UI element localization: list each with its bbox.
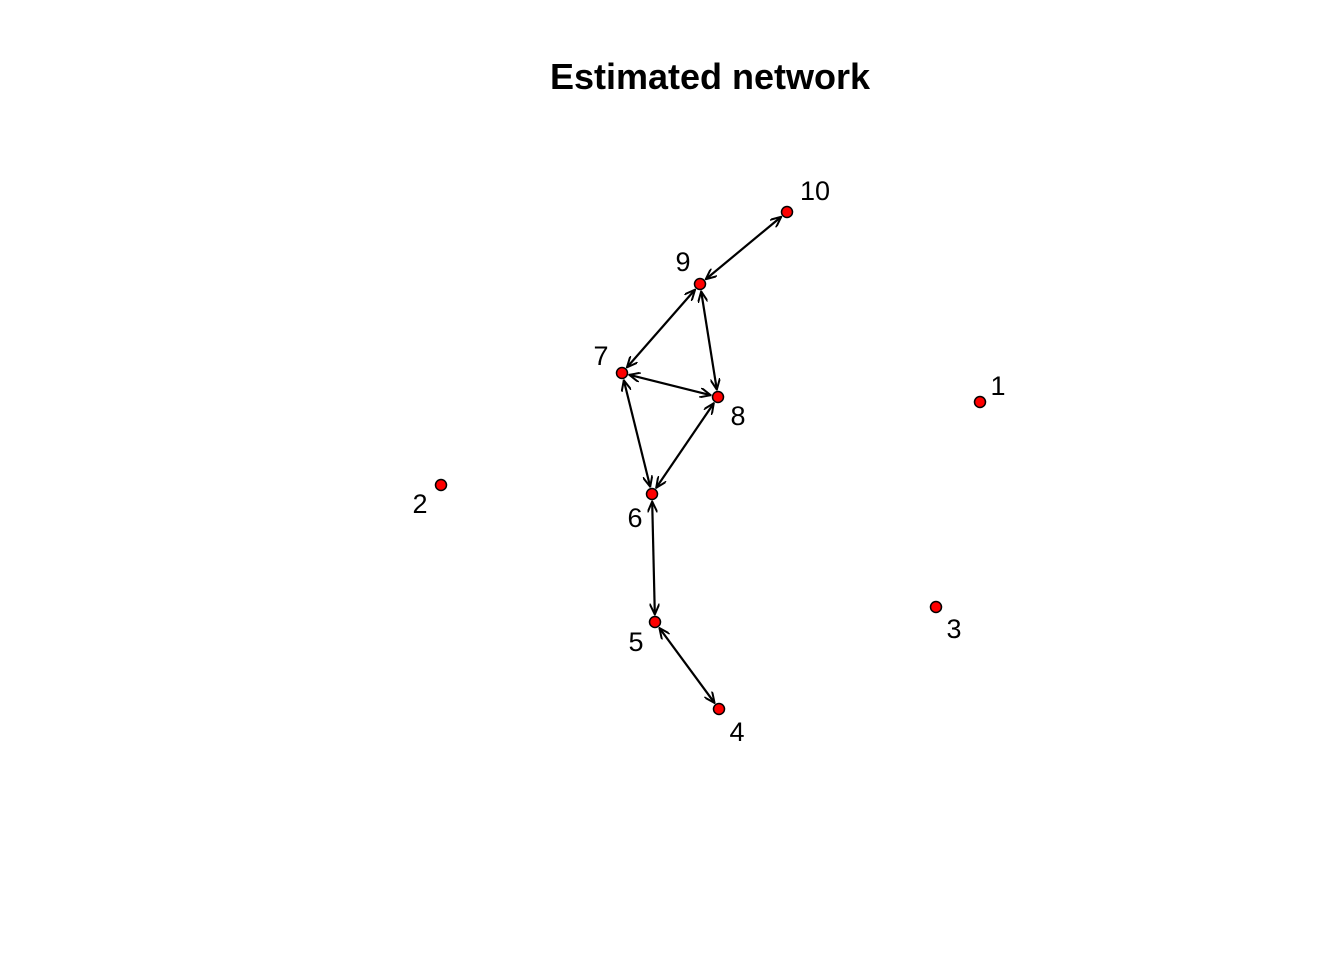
node-label-9: 9 bbox=[675, 247, 690, 277]
edge-6-5 bbox=[652, 501, 655, 614]
edge-9-7 bbox=[627, 290, 695, 368]
node-7 bbox=[615, 366, 629, 380]
node-label-2: 2 bbox=[412, 489, 427, 519]
node-10 bbox=[780, 205, 794, 219]
edge-10-9 bbox=[706, 217, 781, 279]
node-label-1: 1 bbox=[990, 371, 1005, 401]
node-8 bbox=[711, 390, 725, 404]
node-label-4: 4 bbox=[729, 717, 744, 747]
edge-5-4 bbox=[659, 628, 714, 703]
node-label-8: 8 bbox=[730, 401, 745, 431]
node-label-5: 5 bbox=[628, 627, 643, 657]
node-label-10: 10 bbox=[800, 176, 830, 206]
diagram-title: Estimated network bbox=[549, 56, 871, 97]
node-label-6: 6 bbox=[627, 503, 642, 533]
edge-8-6 bbox=[656, 403, 714, 488]
edge-7-8 bbox=[629, 375, 710, 395]
node-3 bbox=[929, 600, 943, 614]
node-6 bbox=[645, 487, 659, 501]
node-label-7: 7 bbox=[593, 341, 608, 371]
edge-9-8 bbox=[701, 291, 717, 389]
edge-7-6 bbox=[624, 380, 650, 486]
node-label-3: 3 bbox=[946, 614, 961, 644]
node-4 bbox=[712, 702, 726, 716]
node-2 bbox=[434, 478, 448, 492]
node-9 bbox=[693, 277, 707, 291]
node-5 bbox=[648, 615, 662, 629]
node-1 bbox=[973, 395, 987, 409]
